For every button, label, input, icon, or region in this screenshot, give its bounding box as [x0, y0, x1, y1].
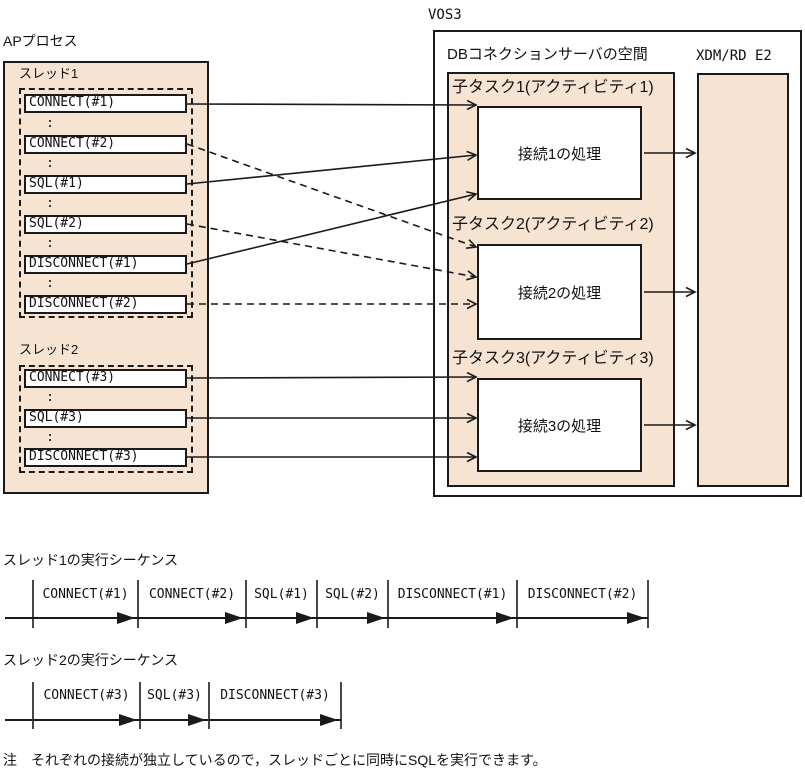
cmd-sql2: SQL(#2) [24, 215, 187, 234]
db-server-label: DBコネクションサーバの空間 [447, 46, 648, 63]
ellipsis: : [46, 390, 54, 405]
task3-process-label: 接続3の処理 [517, 417, 602, 435]
seq1-arrowhead-5 [496, 612, 514, 624]
ellipsis: : [46, 156, 54, 171]
seq1-arrowhead-3 [296, 612, 314, 624]
vos3-label: VOS3 [428, 7, 462, 23]
cmd-disconnect2: DISCONNECT(#2) [24, 295, 187, 314]
cmd-disconnect1: DISCONNECT(#1) [24, 255, 187, 274]
seq2-segment-3: DISCONNECT(#3) [220, 688, 330, 703]
task3-process-box: 接続3の処理 [477, 378, 642, 472]
cmd-connect1: CONNECT(#1) [24, 94, 187, 113]
task3-label: 子タスク3(アクティビティ3) [452, 350, 654, 367]
seq2-arrowhead-1 [119, 714, 137, 726]
thread2-dashed-box [19, 365, 193, 473]
seq1-arrowhead-4 [367, 612, 385, 624]
seq2-segment-1: CONNECT(#3) [43, 688, 130, 703]
xdm-box [697, 73, 789, 487]
task1-process-box: 接続1の処理 [477, 106, 642, 200]
ellipsis: : [46, 196, 54, 211]
seq1-segment-1: CONNECT(#1) [42, 587, 129, 602]
seq1-arrowhead-6 [627, 612, 645, 624]
ap-process-label: APプロセス [3, 33, 78, 49]
seq1-segment-5: DISCONNECT(#1) [397, 587, 508, 602]
seq1-segment-3: SQL(#1) [254, 587, 309, 602]
cmd-disconnect3: DISCONNECT(#3) [24, 448, 187, 467]
cmd-sql3: SQL(#3) [24, 409, 187, 428]
task1-process-label: 接続1の処理 [517, 145, 602, 163]
xdm-label: XDM/RD E2 [696, 48, 772, 64]
ellipsis: : [46, 116, 54, 131]
task2-process-box: 接続2の処理 [477, 244, 642, 340]
sequence2-title: スレッド2の実行シーケンス [3, 652, 179, 668]
cmd-connect3: CONNECT(#3) [24, 369, 187, 388]
task1-label: 子タスク1(アクティビティ1) [452, 79, 654, 96]
seq1-arrowhead-2 [225, 612, 243, 624]
thread2-label: スレッド2 [19, 342, 79, 357]
seq1-segment-6: DISCONNECT(#2) [527, 587, 638, 602]
ellipsis: : [46, 276, 54, 291]
thread1-label: スレッド1 [19, 66, 79, 81]
note-text: 注 それぞれの接続が独立しているので，スレッドごとに同時にSQLを実行できます。 [3, 752, 547, 768]
seq1-segment-4: SQL(#2) [325, 587, 380, 602]
cmd-sql1: SQL(#1) [24, 175, 187, 194]
task2-label: 子タスク2(アクティビティ2) [452, 216, 654, 233]
sequence1-title: スレッド1の実行シーケンス [3, 552, 179, 568]
task2-process-label: 接続2の処理 [517, 284, 602, 302]
seq1-arrowhead-1 [117, 612, 135, 624]
ellipsis: : [46, 430, 54, 445]
seq1-segment-2: CONNECT(#2) [148, 587, 236, 602]
seq2-arrowhead-3 [320, 714, 338, 726]
seq2-arrowhead-2 [188, 714, 206, 726]
cmd-connect2: CONNECT(#2) [24, 135, 187, 154]
ellipsis: : [46, 236, 54, 251]
seq2-segment-2: SQL(#3) [147, 688, 202, 703]
